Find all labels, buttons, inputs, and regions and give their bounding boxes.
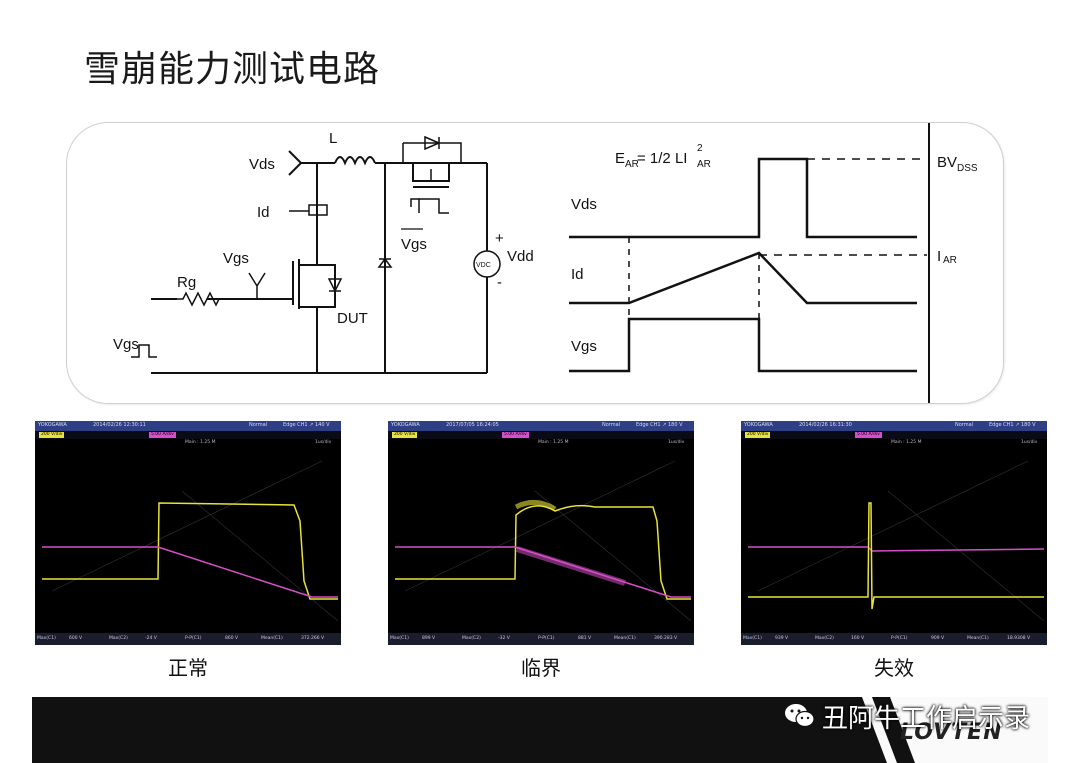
freewheel-diode bbox=[377, 257, 393, 268]
label-vgs-source: Vgs bbox=[113, 336, 139, 353]
label-inductor: L bbox=[329, 130, 337, 147]
label-vdd: Vdd bbox=[507, 248, 534, 265]
id-trace bbox=[748, 546, 1044, 552]
scope-header: YOKOGAWA 2014/02/26 12:30:11 Normal Edge… bbox=[35, 421, 341, 431]
bvdss-sub: DSS bbox=[957, 163, 978, 174]
scope-mode: Normal bbox=[249, 422, 268, 428]
iar-sub: AR bbox=[943, 255, 957, 266]
wave-label-id: Id bbox=[571, 266, 584, 283]
scope-measurements: Max(C1) 899 V Max(C2) -32 V P-P(C1) 881 … bbox=[388, 633, 694, 645]
iar-main: I bbox=[937, 248, 941, 265]
id-waveform bbox=[569, 251, 917, 305]
label-minus: - bbox=[497, 274, 502, 291]
label-vgs-bar: Vgs bbox=[401, 236, 427, 253]
scope-normal: YOKOGAWA 2014/02/26 12:30:11 Normal Edge… bbox=[35, 421, 341, 645]
scope-channel-bar bbox=[35, 431, 341, 439]
scope-main: Main : 1.25 M bbox=[185, 440, 216, 445]
current-probe-box bbox=[308, 204, 328, 216]
ch2-tag: 5.00 A/div bbox=[149, 432, 176, 438]
vds-waveform bbox=[569, 157, 917, 239]
scope-critical: YOKOGAWA 2017/07/05 16:24:05 Normal Edge… bbox=[388, 421, 694, 645]
scope-mode: Normal bbox=[955, 422, 974, 428]
watermark-text: 丑阿牛工作启示录 bbox=[822, 703, 1031, 734]
scope-timestamp: 2014/02/26 16:31:30 bbox=[799, 422, 852, 428]
formula-e: E bbox=[615, 150, 625, 167]
scope-trigger: Edge CH1 ↗ 140 V bbox=[283, 422, 330, 428]
vgs-waveform bbox=[569, 317, 917, 373]
vds-trace bbox=[748, 502, 1044, 610]
rg-resistor bbox=[177, 291, 227, 307]
scope-trigger: Edge CH1 ↗ 180 V bbox=[636, 422, 683, 428]
watermark: 丑阿牛工作启示录 bbox=[784, 698, 1030, 734]
scope-brand: YOKOGAWA bbox=[744, 422, 773, 428]
formula-sub1: AR bbox=[625, 159, 639, 170]
scope-failure: YOKOGAWA 2014/02/26 16:31:30 Normal Edge… bbox=[741, 421, 1047, 645]
inductor-symbol bbox=[334, 156, 376, 166]
scope-mode: Normal bbox=[602, 422, 621, 428]
ch1-tag: 200 V/div bbox=[745, 432, 771, 438]
brand-logo: LOVTEN bbox=[900, 720, 1003, 745]
ch1-tag: 200 V/div bbox=[39, 432, 65, 438]
vds-probe bbox=[288, 150, 303, 176]
formula-sub2: AR bbox=[697, 159, 711, 170]
scope-tdiv: 1us/div bbox=[315, 440, 332, 445]
scope-header: YOKOGAWA 2014/02/26 16:31:30 Normal Edge… bbox=[741, 421, 1047, 431]
vds-trace bbox=[42, 502, 338, 600]
label-rg: Rg bbox=[177, 274, 196, 291]
formula-sup: 2 bbox=[697, 143, 703, 154]
vgs-source-pulse bbox=[131, 344, 157, 358]
label-plus: + bbox=[495, 230, 504, 247]
caption-normal: 正常 bbox=[168, 656, 208, 680]
ch2-tag: 5.00 A/div bbox=[855, 432, 882, 438]
scope-main: Main : 1.25 M bbox=[538, 440, 569, 445]
waveform-diagram bbox=[569, 123, 930, 403]
scope-screen bbox=[42, 460, 338, 622]
vds-trace bbox=[395, 504, 691, 600]
label-id: Id bbox=[257, 204, 270, 221]
scope-tdiv: 1us/div bbox=[1021, 440, 1038, 445]
scope-tdiv: 1us/div bbox=[668, 440, 685, 445]
caption-failure: 失效 bbox=[874, 656, 914, 680]
label-vgs-gate: Vgs bbox=[223, 250, 249, 267]
bvdss-main: BV bbox=[937, 154, 957, 171]
clamp-gate-pulse bbox=[418, 198, 449, 214]
wave-label-vgs: Vgs bbox=[571, 338, 597, 355]
footer-bar bbox=[32, 697, 1048, 763]
vgs-gate-probe bbox=[248, 272, 266, 299]
diagram-panel: Vds L Id Vgs Rg DUT Vgs VDC Vdd + - Vgs … bbox=[66, 122, 1004, 404]
scope-measurements: Max(C1) 600 V Max(C2) -24 V P-P(C1) 860 … bbox=[35, 633, 341, 645]
page-title: 雪崩能力测试电路 bbox=[84, 49, 381, 90]
diagram-svg: Vds L Id Vgs Rg DUT Vgs VDC Vdd + - Vgs … bbox=[113, 123, 978, 403]
scope-brand: YOKOGAWA bbox=[38, 422, 67, 428]
scope-trigger: Edge CH1 ↗ 180 V bbox=[989, 422, 1036, 428]
wechat-icon bbox=[784, 702, 816, 730]
wave-label-vds: Vds bbox=[571, 196, 597, 213]
scope-main: Main : 1.25 M bbox=[891, 440, 922, 445]
label-vdc: VDC bbox=[476, 262, 491, 269]
body-diode bbox=[327, 278, 343, 293]
scope-timestamp: 2014/02/26 12:30:11 bbox=[93, 422, 146, 428]
scope-timestamp: 2017/07/05 16:24:05 bbox=[446, 422, 499, 428]
scope-measurements: Max(C1) 939 V Max(C2) 160 V P-P(C1) 909 … bbox=[741, 633, 1047, 645]
formula-mid: = 1/2 LI bbox=[637, 150, 687, 167]
scope-header: YOKOGAWA 2017/07/05 16:24:05 Normal Edge… bbox=[388, 421, 694, 431]
id-trace bbox=[42, 546, 338, 598]
caption-critical: 临界 bbox=[521, 656, 561, 680]
scope-screen bbox=[395, 460, 691, 622]
schematic-circuit bbox=[131, 135, 501, 374]
scope-screen bbox=[748, 460, 1044, 622]
label-vds: Vds bbox=[249, 156, 275, 173]
scope-channel-bar bbox=[388, 431, 694, 439]
scope-brand: YOKOGAWA bbox=[391, 422, 420, 428]
scope-channel-bar bbox=[741, 431, 1047, 439]
clamp-diode bbox=[424, 135, 441, 151]
label-dut: DUT bbox=[337, 310, 368, 327]
ch1-tag: 200 V/div bbox=[392, 432, 418, 438]
ch2-tag: 5.00 A/div bbox=[502, 432, 529, 438]
